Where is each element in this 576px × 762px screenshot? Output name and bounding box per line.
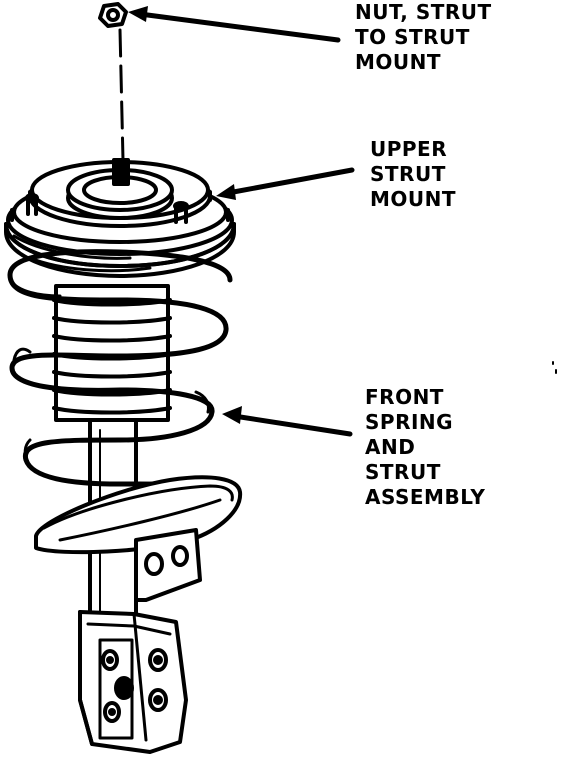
label-front-spring-and-strut-assembly: FRONT SPRING AND STRUT ASSEMBLY bbox=[365, 385, 485, 510]
label-line: UPPER bbox=[370, 137, 448, 161]
label-line: TO STRUT bbox=[355, 25, 470, 49]
label-nut-strut-to-strut-mount: NUT, STRUT TO STRUT MOUNT bbox=[355, 0, 492, 75]
nut-leader-arrow bbox=[128, 6, 341, 43]
label-line: STRUT bbox=[365, 460, 441, 484]
spring-assembly-leader-arrow bbox=[222, 406, 353, 437]
label-line: MOUNT bbox=[370, 187, 457, 211]
upper-strut-mount bbox=[4, 158, 236, 278]
label-line: SPRING bbox=[365, 410, 454, 434]
label-line: STRUT bbox=[370, 162, 446, 186]
label-line: ASSEMBLY bbox=[365, 485, 486, 509]
strut-bracket bbox=[134, 528, 202, 602]
coil-spring bbox=[7, 249, 233, 503]
label-line: NUT, STRUT bbox=[355, 0, 492, 24]
scan-marks bbox=[552, 361, 557, 374]
label-line: AND bbox=[365, 435, 416, 459]
assembly-center-line bbox=[118, 28, 125, 162]
knuckle-bracket bbox=[78, 610, 188, 754]
label-line: FRONT bbox=[365, 385, 444, 409]
strut-nut bbox=[98, 2, 128, 28]
upper-mount-leader-arrow bbox=[216, 167, 355, 200]
label-upper-strut-mount: UPPER STRUT MOUNT bbox=[370, 137, 456, 212]
label-line: MOUNT bbox=[355, 50, 442, 74]
